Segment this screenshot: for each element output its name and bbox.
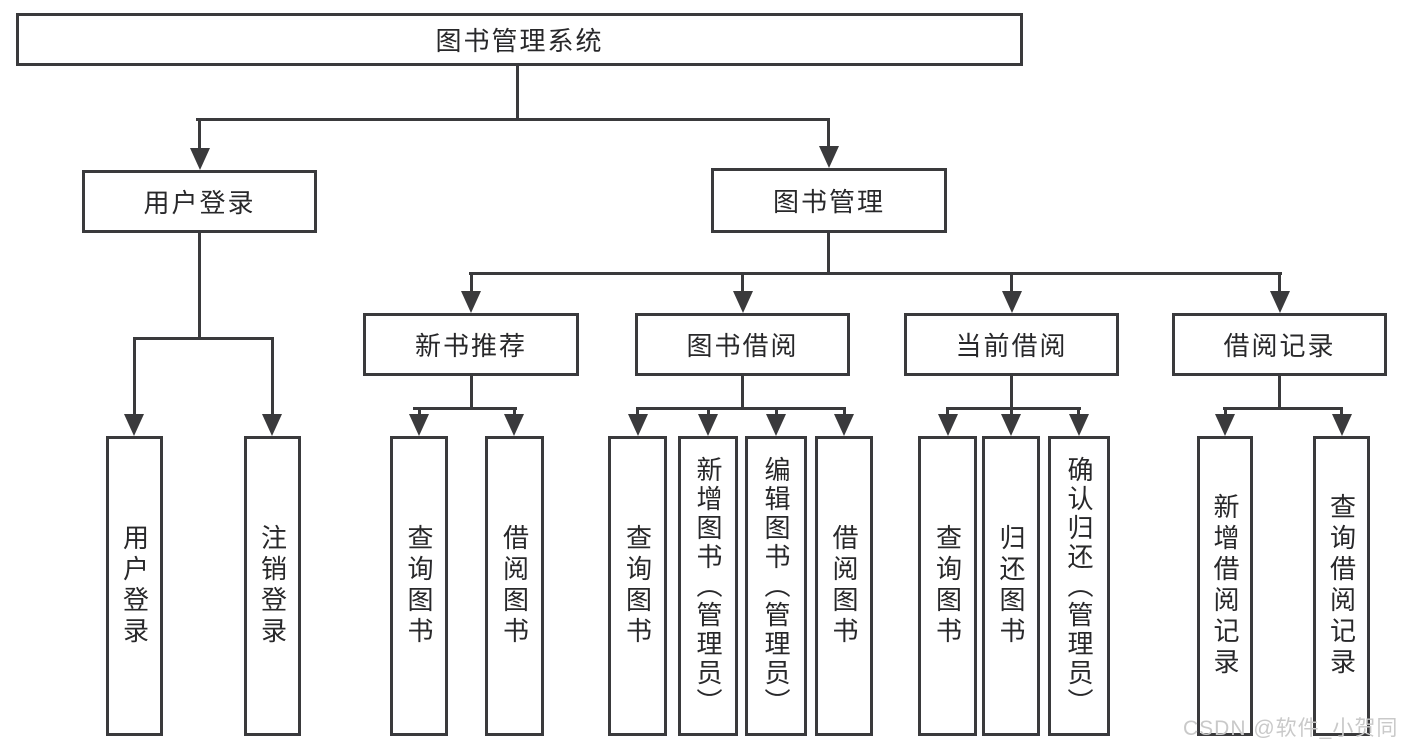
arrow-down-icon: [262, 414, 282, 436]
connector-line: [198, 233, 201, 340]
connector-line: [418, 410, 421, 417]
arrow-down-icon: [819, 146, 839, 168]
connector-line: [843, 410, 846, 417]
leaf-add-books-admin: 新增图书（管理员）: [678, 436, 738, 736]
connector-line: [470, 376, 473, 410]
connector-line: [741, 376, 744, 410]
arrow-down-icon: [628, 414, 648, 436]
watermark: CSDN @软件_小贺同学: [1183, 717, 1399, 740]
arrow-down-icon: [504, 414, 524, 436]
arrow-down-icon: [124, 414, 144, 436]
connector-line: [1278, 275, 1281, 293]
connector-line: [1010, 275, 1013, 293]
arrow-down-icon: [409, 414, 429, 436]
connector-line: [1077, 410, 1080, 417]
connector-line: [707, 410, 710, 417]
leaf-return-books: 归还图书: [982, 436, 1040, 736]
connector-line: [946, 407, 1081, 410]
connector-line: [470, 275, 473, 293]
connector-line: [1010, 376, 1013, 410]
connector-line: [196, 118, 830, 121]
node-book-management-system: 图书管理系统: [16, 13, 1023, 66]
arrow-down-icon: [698, 414, 718, 436]
arrow-down-icon: [834, 414, 854, 436]
arrow-down-icon: [1001, 414, 1021, 436]
leaf-query-books-1: 查询图书: [390, 436, 448, 736]
connector-line: [1278, 376, 1281, 410]
connector-line: [133, 337, 274, 340]
connector-line: [636, 410, 639, 417]
arrow-down-icon: [1215, 414, 1235, 436]
connector-line: [513, 410, 516, 417]
connector-line: [516, 66, 519, 121]
leaf-edit-books-admin: 编辑图书（管理员）: [745, 436, 807, 736]
arrow-down-icon: [766, 414, 786, 436]
connector-line: [469, 272, 1282, 275]
leaf-add-borrow-record: 新增借阅记录: [1197, 436, 1253, 736]
arrow-down-icon: [1002, 291, 1022, 313]
leaf-borrow-books-1: 借阅图书: [485, 436, 544, 736]
arrow-down-icon: [938, 414, 958, 436]
node-book-borrowing: 图书借阅: [635, 313, 850, 376]
connector-line: [827, 233, 830, 274]
leaf-user-login: 用户登录: [106, 436, 163, 736]
arrow-down-icon: [1069, 414, 1089, 436]
connector-line: [741, 275, 744, 293]
arrow-down-icon: [1332, 414, 1352, 436]
connector-line: [271, 340, 274, 416]
connector-line: [946, 410, 949, 417]
arrow-down-icon: [733, 291, 753, 313]
leaf-logout-login: 注销登录: [244, 436, 301, 736]
leaf-confirm-return-admin: 确认归还（管理员）: [1048, 436, 1110, 736]
connector-line: [1010, 410, 1013, 417]
connector-line: [827, 121, 830, 149]
connector-line: [1224, 410, 1227, 417]
connector-line: [1223, 407, 1343, 410]
leaf-borrow-books-2: 借阅图书: [815, 436, 873, 736]
leaf-query-borrow-record: 查询借阅记录: [1313, 436, 1370, 736]
connector-line: [1340, 410, 1343, 417]
node-user-login: 用户登录: [82, 170, 317, 233]
arrow-down-icon: [190, 148, 210, 170]
node-new-book-recommend: 新书推荐: [363, 313, 579, 376]
node-borrowing-records: 借阅记录: [1172, 313, 1387, 376]
node-book-management: 图书管理: [711, 168, 947, 233]
connector-line: [636, 407, 846, 410]
connector-line: [775, 410, 778, 417]
leaf-query-books-2: 查询图书: [608, 436, 667, 736]
arrow-down-icon: [1270, 291, 1290, 313]
connector-line: [133, 340, 136, 416]
connector-line: [198, 121, 201, 151]
arrow-down-icon: [461, 291, 481, 313]
node-current-borrowing: 当前借阅: [904, 313, 1119, 376]
connector-line: [413, 407, 517, 410]
leaf-query-books-3: 查询图书: [918, 436, 977, 736]
